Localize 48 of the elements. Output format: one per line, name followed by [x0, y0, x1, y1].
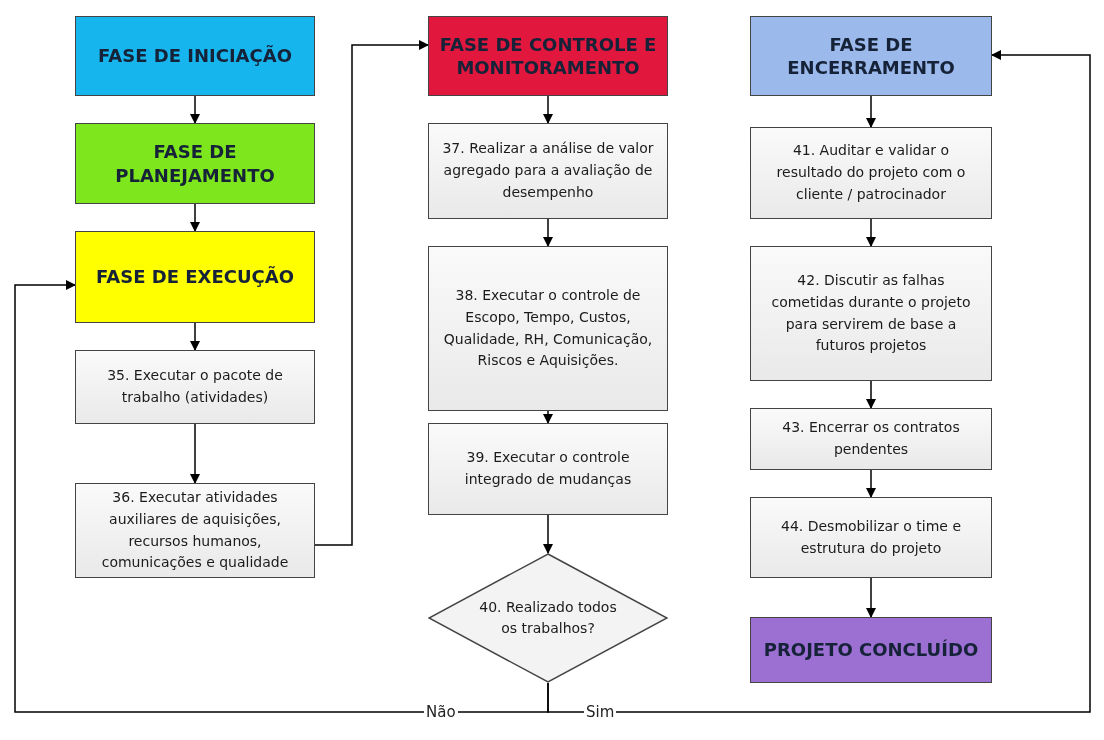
arrow — [547, 50, 1091, 713]
arrow — [866, 577, 876, 618]
process-box — [428, 123, 668, 219]
step-text: 40. Realizado todos os trabalhos? — [478, 598, 618, 638]
decision-diamond — [428, 553, 668, 683]
step-text: 43. Encerrar os contratos pendentes — [781, 418, 961, 459]
process-box — [750, 246, 992, 381]
phase-title: FASE DE CONTROLE E MONITORAMENTO — [439, 32, 657, 80]
step-text: 38. Executar o controle de Escopo, Tempo, Custos, Qualidade, RH, Comunicação, Riscos e Aquisições. — [442, 286, 654, 371]
arrow — [190, 322, 200, 351]
step-text: 39. Executar o controle integrado de mudanças — [463, 448, 633, 489]
step-text: 36. Executar atividades auxiliares de aquisições, recursos humanos, comunicações e qualidade — [100, 488, 290, 573]
arrow — [190, 95, 200, 124]
step-text: 44. Desmobilizar o time e estrutura do projeto — [780, 516, 962, 558]
step-text: 42. Discutir as falhas cometidas durante o projeto para servirem de base a futuros projetos — [770, 271, 972, 356]
arrow — [866, 469, 876, 498]
arrow — [543, 514, 553, 554]
arrow — [314, 40, 429, 546]
arrow — [190, 203, 200, 232]
process-box — [750, 497, 992, 578]
phase-box — [75, 123, 315, 204]
step-text: 37. Realizar a análise de valor agregado para a avaliação de desempenho — [441, 139, 655, 202]
phase-box — [428, 16, 668, 96]
phase-title: FASE DE INICIAÇÃO — [98, 44, 292, 68]
arrow — [14, 280, 549, 713]
arrow — [543, 218, 553, 247]
process-box — [75, 483, 315, 578]
phase-box — [750, 617, 992, 683]
arrow — [543, 410, 553, 424]
process-box — [75, 350, 315, 424]
arrow — [866, 380, 876, 409]
arrow — [866, 95, 876, 128]
phase-box — [750, 16, 992, 96]
phase-box — [75, 231, 315, 323]
arrow — [190, 423, 200, 484]
process-box — [428, 423, 668, 515]
process-box — [750, 408, 992, 470]
process-box — [750, 127, 992, 219]
phase-title: FASE DE PLANEJAMENTO — [114, 140, 276, 187]
phase-title: FASE DE EXECUÇÃO — [96, 265, 294, 289]
step-text: 41. Auditar e validar o resultado do projeto com o cliente / patrocinador — [775, 141, 967, 204]
arrow — [866, 218, 876, 247]
phase-box — [75, 16, 315, 96]
phase-title: FASE DE ENCERRAMENTO — [786, 32, 956, 80]
step-text: 35. Executar o pacote de trabalho (atividades) — [106, 366, 284, 407]
process-box — [428, 246, 668, 411]
arrow — [543, 95, 553, 124]
phase-title: PROJETO CONCLUÍDO — [763, 638, 979, 662]
